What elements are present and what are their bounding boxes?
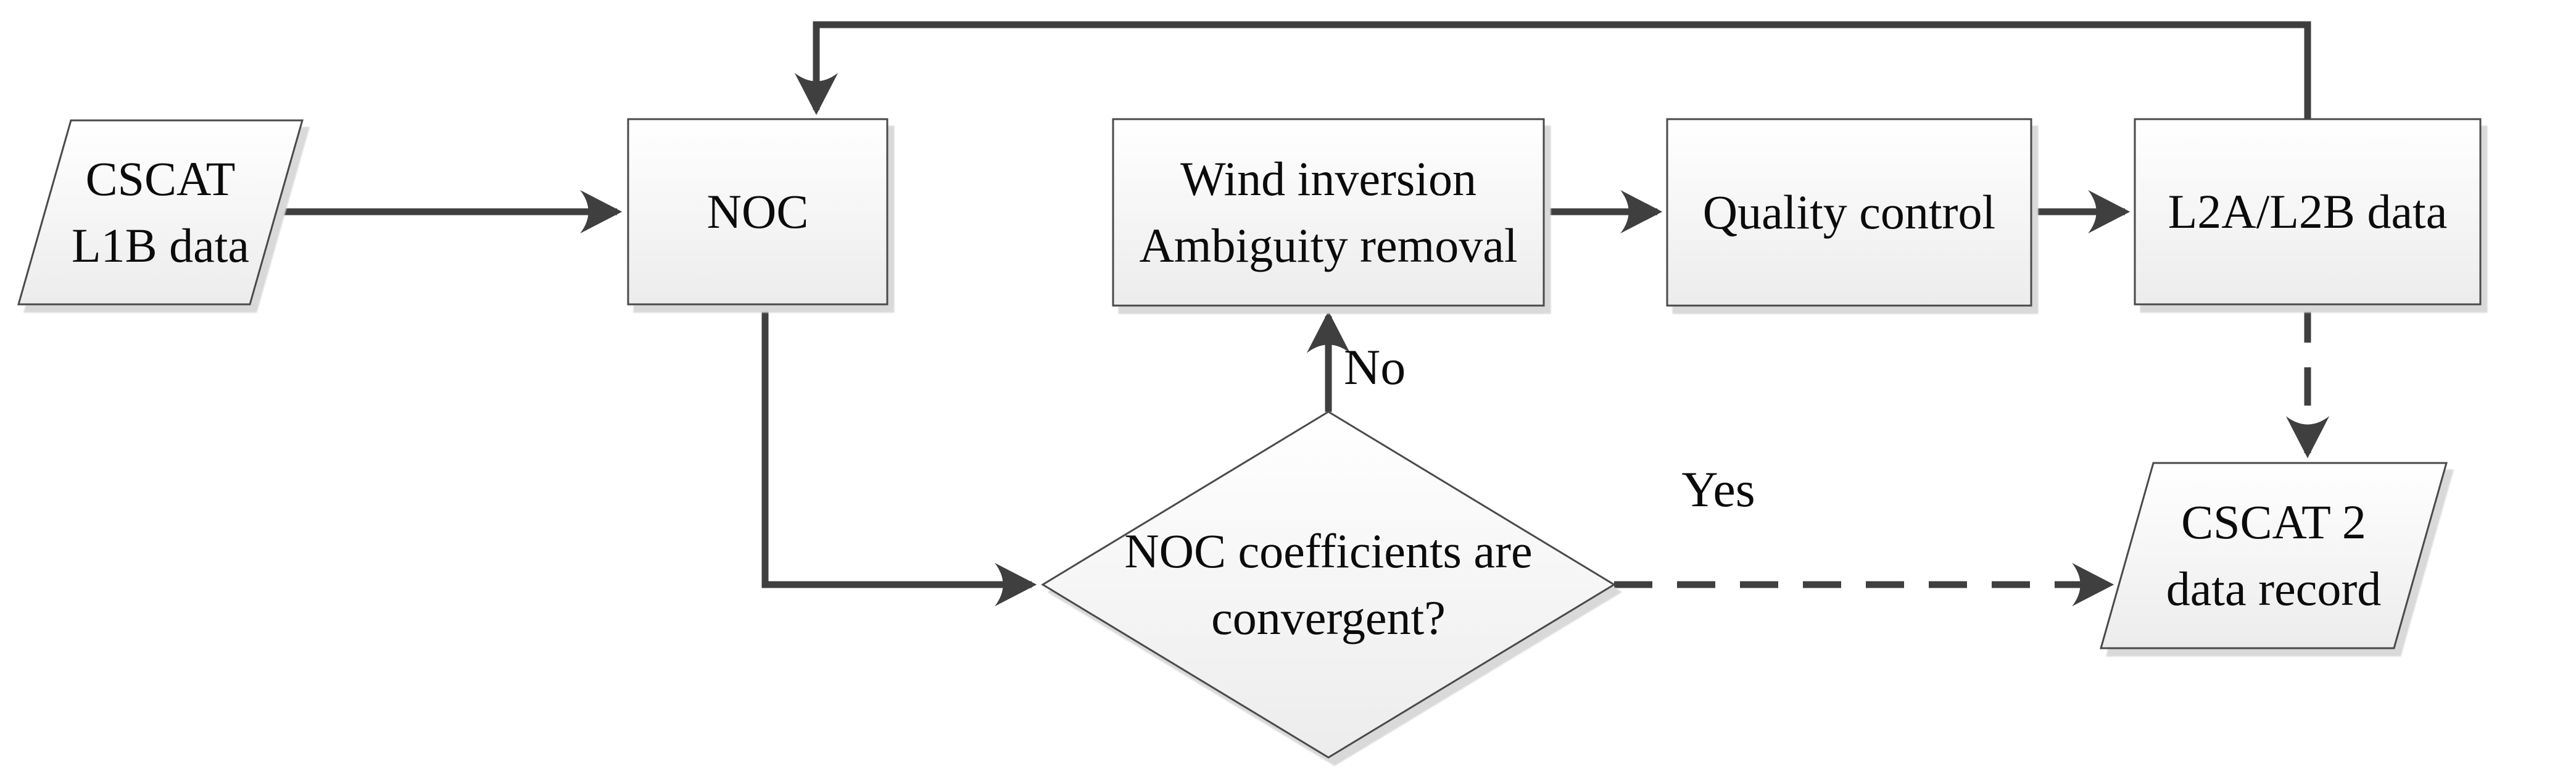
convergence-decision-diamond: [1041, 411, 1616, 759]
wind-inversion-box: [1112, 118, 1545, 307]
noc-box: [627, 118, 888, 306]
cscat-l1b-parallelogram: [17, 119, 304, 306]
quality-control-box: [1666, 118, 2032, 307]
l2a-l2b-box: [2134, 118, 2482, 306]
cscat2-record-parallelogram: [2100, 462, 2448, 649]
loop-l2a-to-noc: [794, 21, 2311, 119]
arrow-noc-to-decision: [761, 304, 1037, 607]
connectors: [276, 21, 2330, 607]
nodes: [17, 118, 2482, 759]
